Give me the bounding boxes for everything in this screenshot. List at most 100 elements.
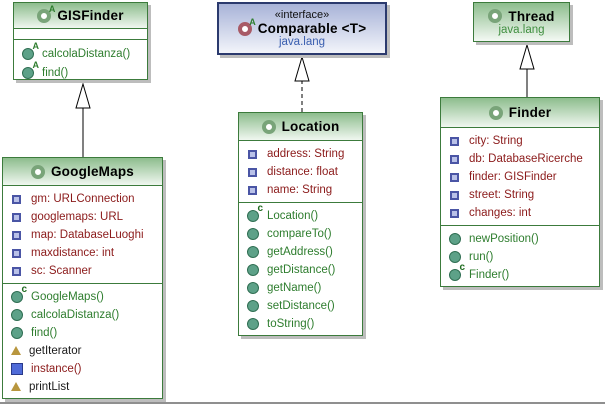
method-row: instance() xyxy=(3,360,162,378)
method-row: getDistance() xyxy=(239,261,362,279)
inheritance-arrowhead xyxy=(75,82,91,109)
interface-title: Comparable <T> xyxy=(257,21,367,36)
field-row: sc: Scanner xyxy=(3,262,162,280)
class-node-gisfinder[interactable]: GISFinder calcolaDistanza() find() xyxy=(13,2,148,80)
package-label: java.lang xyxy=(498,23,545,36)
method-icon xyxy=(247,282,259,294)
field-label: gm: URLConnection xyxy=(31,193,135,205)
triangle-method-icon xyxy=(11,381,21,391)
class-header: Location xyxy=(239,113,362,141)
method-row: run() xyxy=(441,248,599,266)
method-icon xyxy=(247,264,259,276)
field-icon xyxy=(12,230,21,240)
field-row: name: String xyxy=(239,181,362,199)
class-title: GISFinder xyxy=(57,8,124,23)
field-row: db: DatabaseRicerche xyxy=(441,150,599,168)
method-row: getAddress() xyxy=(239,243,362,261)
field-icon xyxy=(12,248,21,258)
method-row: printList xyxy=(3,378,162,396)
field-label: changes: int xyxy=(469,207,532,219)
field-label: sc: Scanner xyxy=(31,265,92,277)
field-row: street: String xyxy=(441,186,599,204)
method-label: getDistance() xyxy=(267,264,336,276)
inheritance-arrowhead xyxy=(519,43,535,70)
field-icon xyxy=(12,212,21,222)
field-label: map: DatabaseLuoghi xyxy=(31,229,144,241)
abstract-method-icon xyxy=(22,41,39,60)
class-icon xyxy=(488,105,503,120)
method-icon xyxy=(449,251,461,263)
method-row: calcolaDistanza() xyxy=(3,306,162,324)
method-icon xyxy=(247,228,259,240)
field-label: city: String xyxy=(469,135,523,147)
class-title: GoogleMaps xyxy=(50,164,134,179)
field-row: googlemaps: URL xyxy=(3,208,162,226)
method-row: newPosition() xyxy=(441,230,599,248)
field-icon xyxy=(450,154,459,164)
field-row: city: String xyxy=(441,132,599,150)
constructor-method-icon xyxy=(11,284,27,303)
method-label: calcolaDistanza() xyxy=(42,47,131,60)
method-icon xyxy=(247,318,259,330)
method-icon xyxy=(247,300,259,312)
abstract-class-icon xyxy=(37,4,55,23)
interface-icon xyxy=(237,17,256,36)
method-icon xyxy=(247,246,259,258)
static-method-icon xyxy=(11,363,23,375)
method-label: find() xyxy=(31,327,58,339)
field-icon xyxy=(450,190,459,200)
methods-compartment: GoogleMaps() calcolaDistanza() find() ge… xyxy=(3,283,162,399)
method-label: getName() xyxy=(267,282,322,294)
field-label: name: String xyxy=(267,184,333,196)
field-icon xyxy=(12,266,21,276)
class-node-finder[interactable]: Finder city: String db: DatabaseRicerche… xyxy=(440,97,600,287)
method-icon xyxy=(11,327,23,339)
class-header: GoogleMaps xyxy=(3,158,162,186)
class-node-thread[interactable]: Thread java.lang xyxy=(473,2,570,42)
edge-location-implements-comparable[interactable] xyxy=(294,55,310,112)
method-label: getIterator xyxy=(29,345,82,357)
window-bottom-edge xyxy=(0,402,605,404)
method-label: calcolaDistanza() xyxy=(31,309,120,321)
field-icon xyxy=(12,194,21,204)
field-row: finder: GISFinder xyxy=(441,168,599,186)
method-label: find() xyxy=(42,66,69,79)
method-row: getName() xyxy=(239,279,362,297)
edge-googlemaps-extends-gisfinder[interactable] xyxy=(75,82,91,157)
fields-compartment-empty xyxy=(14,29,147,40)
field-row: address: String xyxy=(239,145,362,163)
class-icon xyxy=(30,164,45,179)
method-row: getIterator xyxy=(3,342,162,360)
edge-finder-extends-thread[interactable] xyxy=(519,43,535,97)
method-row: find() xyxy=(14,60,147,82)
field-row: distance: float xyxy=(239,163,362,181)
interface-node-comparable[interactable]: «interface» Comparable <T> java.lang xyxy=(217,2,387,55)
class-header: Finder xyxy=(441,98,599,128)
field-label: street: String xyxy=(469,189,535,201)
realization-arrowhead xyxy=(294,55,310,82)
method-icon xyxy=(11,309,23,321)
interface-header: «interface» Comparable <T> java.lang xyxy=(219,4,385,53)
field-label: db: DatabaseRicerche xyxy=(469,153,583,165)
methods-compartment: Location() compareTo() getAddress() getD… xyxy=(239,202,362,336)
methods-compartment: calcolaDistanza() find() xyxy=(14,40,147,85)
field-icon xyxy=(450,136,459,146)
method-label: run() xyxy=(469,251,494,263)
method-row: toString() xyxy=(239,315,362,333)
field-label: finder: GISFinder xyxy=(469,171,557,183)
field-icon xyxy=(248,167,257,177)
class-node-googlemaps[interactable]: GoogleMaps gm: URLConnection googlemaps:… xyxy=(2,157,163,399)
class-icon xyxy=(261,119,276,134)
method-row: setDistance() xyxy=(239,297,362,315)
class-header: GISFinder xyxy=(14,3,147,29)
method-label: newPosition() xyxy=(469,233,539,245)
field-label: googlemaps: URL xyxy=(31,211,124,223)
method-label: Finder() xyxy=(469,269,510,281)
method-label: GoogleMaps() xyxy=(31,291,104,303)
field-icon xyxy=(248,149,257,159)
class-node-location[interactable]: Location address: String distance: float… xyxy=(238,112,363,336)
method-label: printList xyxy=(29,381,70,393)
abstract-method-icon xyxy=(22,60,39,79)
